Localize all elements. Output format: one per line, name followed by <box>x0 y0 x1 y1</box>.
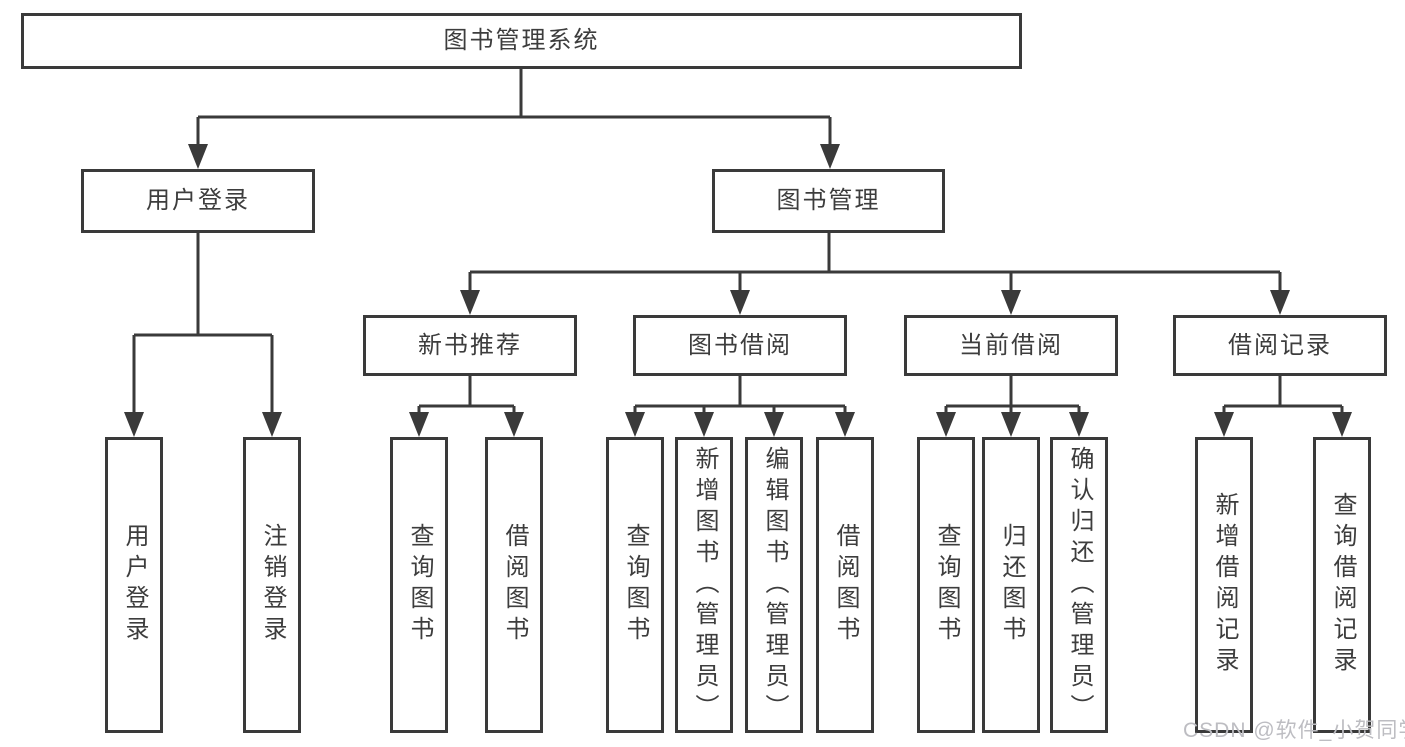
node-user-login: 用户登录 <box>81 169 315 233</box>
connector-user-login-children <box>124 233 282 437</box>
leaf-add-borrow-record: 新增借阅记录 <box>1195 437 1253 733</box>
connector-root-to-level2 <box>188 68 840 169</box>
leaf-borrow-books: 借阅图书 <box>816 437 874 733</box>
connector-current-borrow-children <box>936 376 1089 437</box>
connector-book-borrow-children <box>625 376 855 437</box>
leaf-recommend-query-books: 查询图书 <box>390 437 448 733</box>
connector-borrow-records-children <box>1214 376 1352 437</box>
leaf-recommend-borrow-books: 借阅图书 <box>485 437 543 733</box>
leaf-logout: 注销登录 <box>243 437 301 733</box>
connector-new-book-recommend-children <box>409 376 524 437</box>
node-new-book-recommend: 新书推荐 <box>363 315 577 376</box>
leaf-edit-books-admin: 编辑图书（管理员） <box>745 437 803 733</box>
leaf-user-login: 用户登录 <box>105 437 163 733</box>
csdn-watermark: CSDN @软件_小贺同学 <box>1183 719 1405 742</box>
leaf-return-books: 归还图书 <box>982 437 1040 733</box>
connector-book-management-children <box>460 232 1290 315</box>
leaf-confirm-return-admin: 确认归还（管理员） <box>1050 437 1108 733</box>
node-root-system: 图书管理系统 <box>21 13 1022 69</box>
leaf-current-query-books: 查询图书 <box>917 437 975 733</box>
leaf-query-borrow-record: 查询借阅记录 <box>1313 437 1371 733</box>
node-current-borrow: 当前借阅 <box>904 315 1118 376</box>
node-book-management: 图书管理 <box>712 169 945 233</box>
leaf-add-books-admin: 新增图书（管理员） <box>675 437 733 733</box>
node-borrow-records: 借阅记录 <box>1173 315 1387 376</box>
leaf-borrow-query-books: 查询图书 <box>606 437 664 733</box>
node-book-borrow: 图书借阅 <box>633 315 847 376</box>
